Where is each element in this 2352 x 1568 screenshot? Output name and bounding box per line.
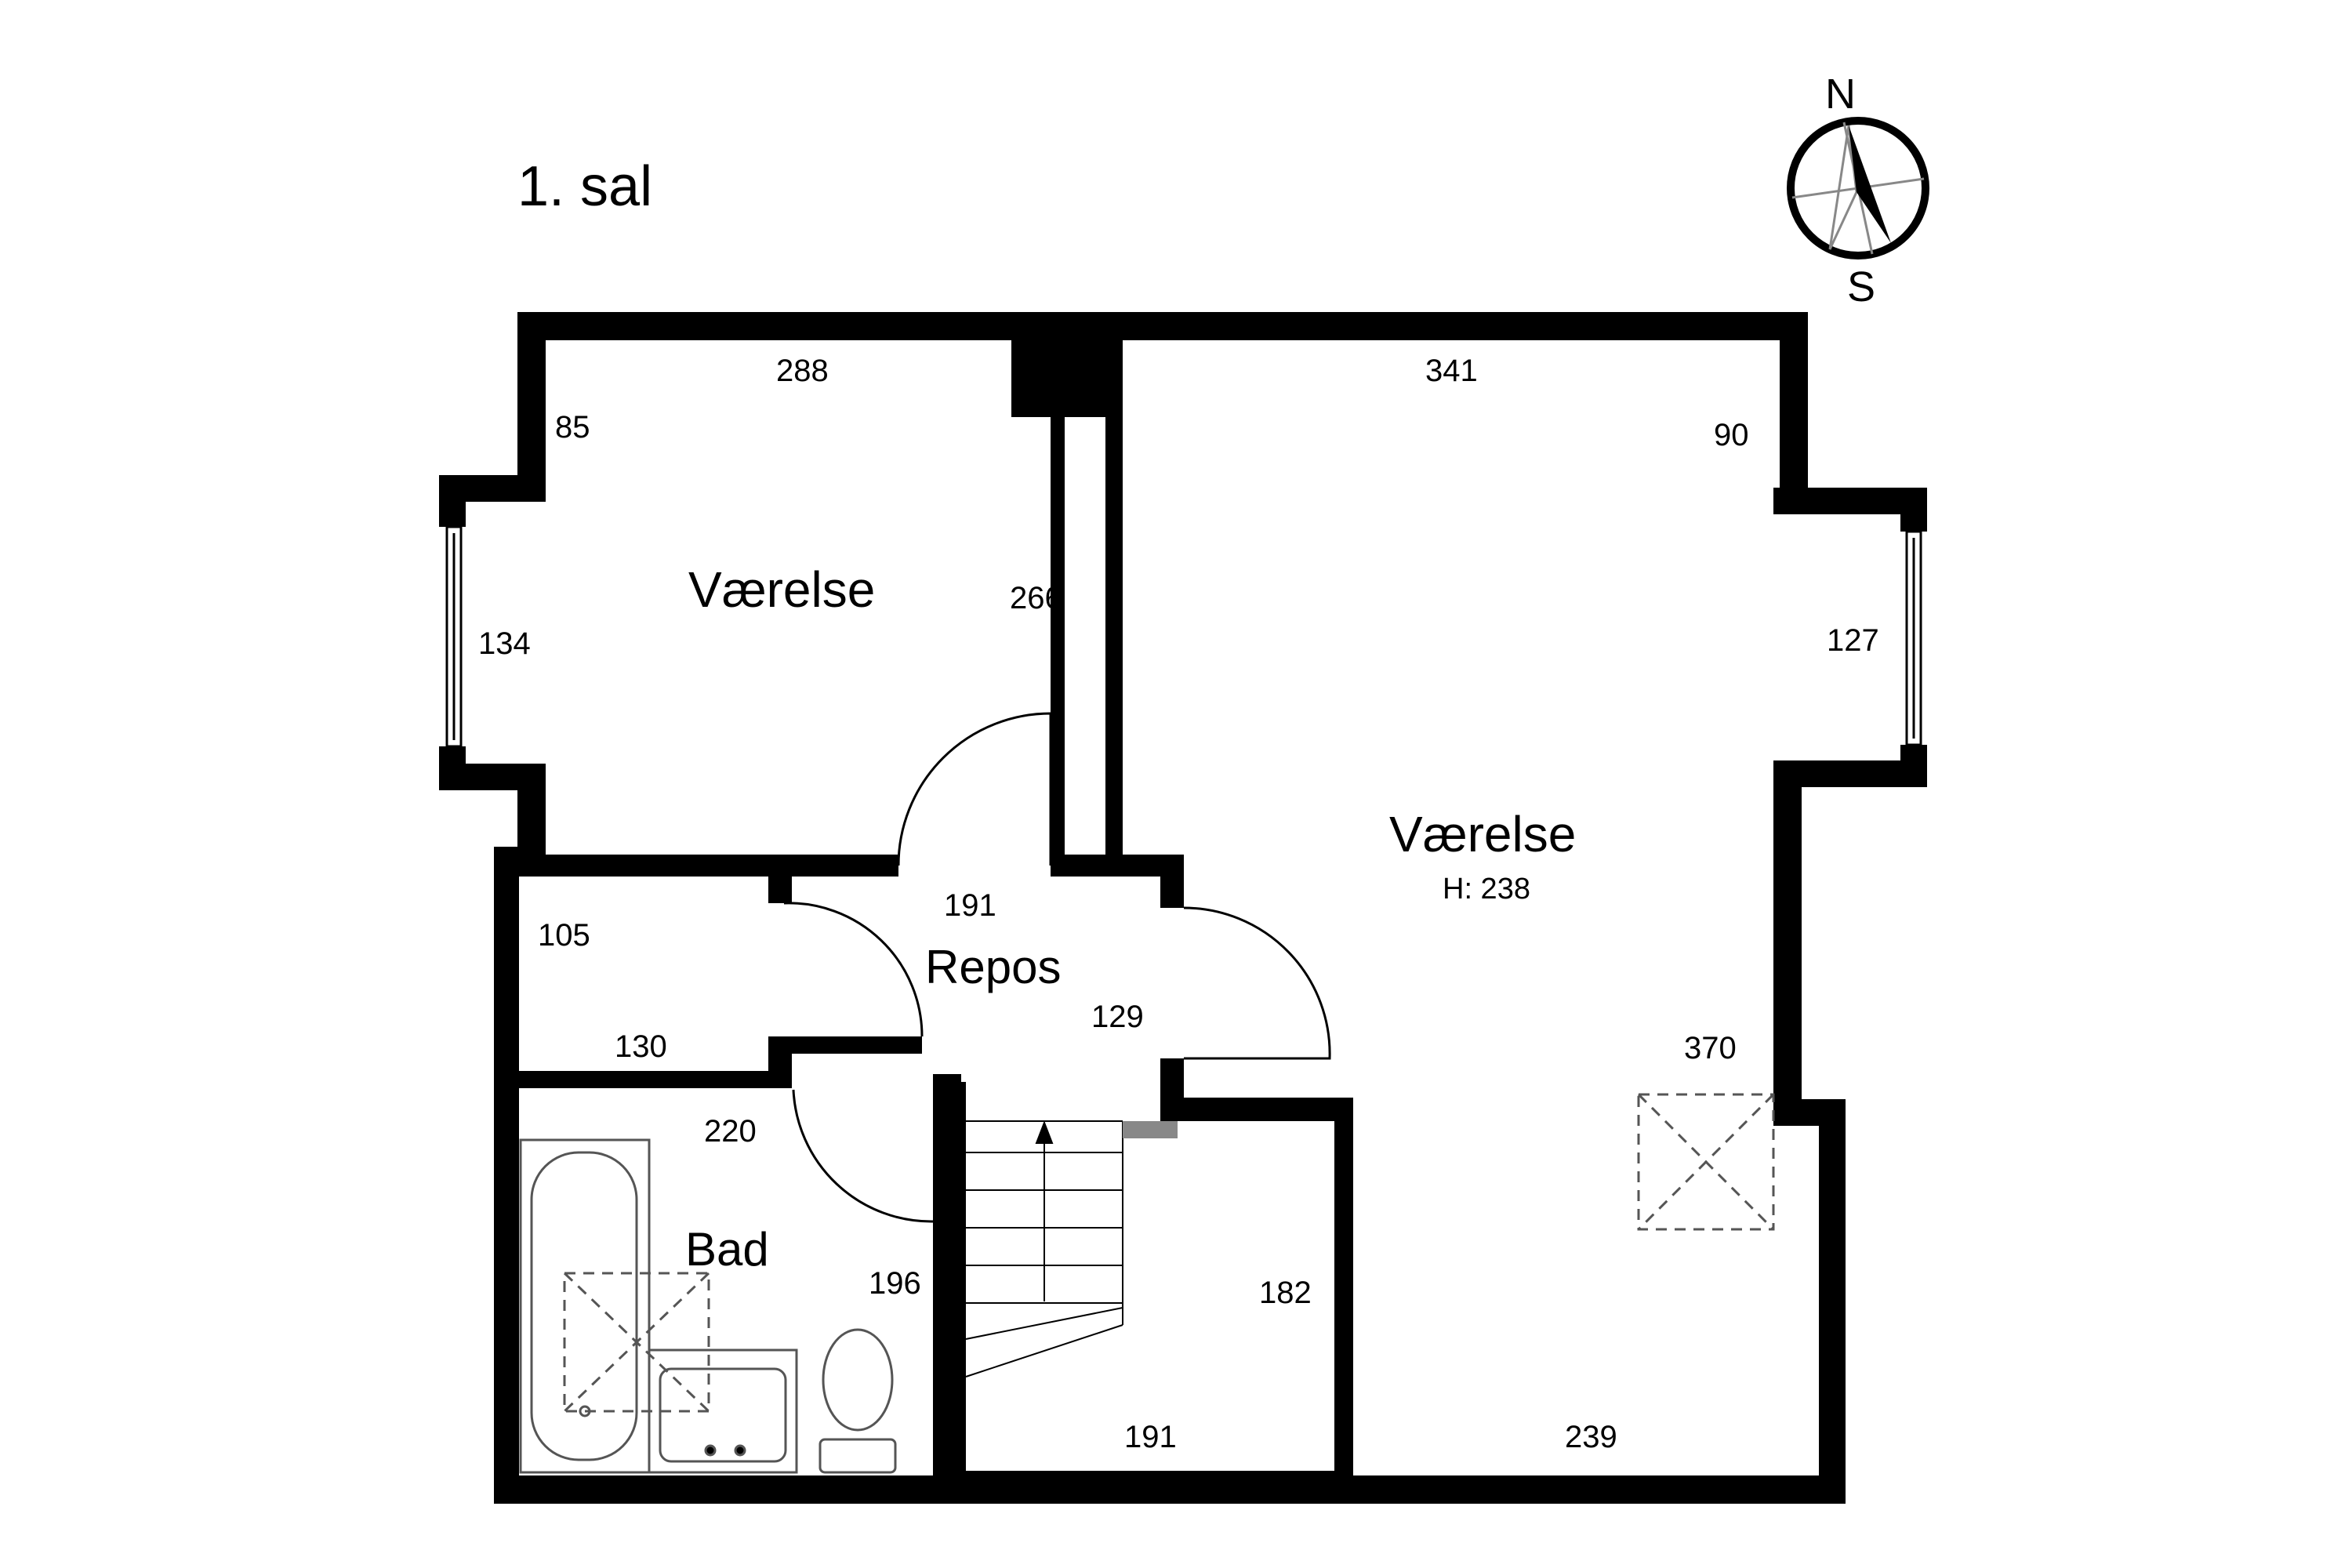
- wall-closet-bottom: [784, 1036, 922, 1054]
- chimney: [1011, 312, 1123, 417]
- faucet-icon: [704, 1444, 717, 1457]
- wall-west-upper: [517, 312, 546, 502]
- measure-bedroom-east-top: 341: [1425, 354, 1478, 388]
- wall-west-bottom: [494, 847, 519, 1504]
- room-label-bathroom: Bad: [685, 1223, 769, 1276]
- measure-landing-top: 191: [944, 888, 996, 923]
- window-east: [1905, 530, 1922, 746]
- walls: [439, 312, 1927, 1504]
- wall-west-window-frame: [439, 475, 466, 527]
- door-east-room: [1183, 906, 1331, 1060]
- compass-north-label: N: [1825, 71, 1856, 118]
- stair-step: [965, 1324, 1123, 1377]
- wall-stair-west-line: [961, 1082, 966, 1497]
- measurements: 288 85 266 134 341 90 127 370 239 105 13…: [478, 354, 1879, 1454]
- window-west: [445, 525, 463, 748]
- door-west-room: [897, 712, 1052, 866]
- wall-storage-east: [1334, 1098, 1353, 1504]
- wall-east-mid: [1773, 760, 1802, 1126]
- room-label-bedroom-west: Værelse: [688, 561, 875, 618]
- compass-needle-dark: [1849, 125, 1891, 243]
- window-west-frame: [445, 525, 463, 748]
- measure-bedroom-west-top: 288: [776, 354, 829, 388]
- room-height-bedroom-east: H: 238: [1443, 873, 1530, 906]
- wall-east-lower: [1819, 1099, 1846, 1504]
- shower-diagonal: [563, 1272, 710, 1413]
- wall-west-room-east: [1051, 408, 1065, 873]
- measure-bedroom-east-right: 370: [1684, 1031, 1737, 1065]
- measure-bedroom-east-corner: 90: [1714, 418, 1749, 452]
- wall-top-east: [1113, 312, 1808, 340]
- window-east-frame: [1905, 530, 1922, 746]
- bathtub-inner: [530, 1151, 638, 1461]
- measure-bedroom-west-window: 134: [478, 626, 531, 661]
- measure-landing-right: 129: [1091, 1000, 1144, 1034]
- bathtub-outer: [519, 1138, 651, 1474]
- measure-bath-right: 196: [869, 1266, 921, 1301]
- room-label-landing: Repos: [925, 941, 1061, 993]
- stair-step: [965, 1307, 1123, 1340]
- wall-stair-bottom: [933, 1471, 1353, 1504]
- measure-bedroom-east-window: 127: [1827, 623, 1879, 658]
- wall-west-lower: [517, 764, 546, 855]
- compass-ring: [1787, 117, 1929, 260]
- wall-bath-top: [494, 1071, 792, 1088]
- compass-icon: N S: [1787, 71, 1929, 310]
- measure-closet-height: 105: [538, 918, 590, 953]
- measure-storage-bottom: 191: [1124, 1420, 1177, 1454]
- wall-divider-center: [1105, 312, 1123, 873]
- landing-marker: [1123, 1121, 1178, 1138]
- room-label-bedroom-east: Værelse: [1389, 806, 1576, 862]
- stair-arrow-icon: [1035, 1120, 1054, 1144]
- skylight-icon: [1637, 1093, 1775, 1231]
- measure-bedroom-east-bottom: 239: [1565, 1420, 1617, 1454]
- skylight-frame: [1637, 1093, 1775, 1231]
- measure-closet-width: 130: [615, 1029, 667, 1064]
- staircase: [965, 1120, 1178, 1377]
- toilet-tank: [818, 1438, 897, 1474]
- wall-repos-east-stub: [1160, 855, 1184, 908]
- wall-closet-east-top: [768, 869, 792, 903]
- vanity-counter: [648, 1348, 798, 1474]
- wall-storage-top: [1160, 1098, 1350, 1121]
- doors: [783, 712, 1331, 1223]
- door-closet: [783, 902, 924, 1037]
- toilet-bowl: [822, 1328, 894, 1432]
- measure-bedroom-west-right: 266: [1010, 581, 1062, 615]
- wall-bath-east: [933, 1074, 961, 1504]
- wall-east-upper: [1780, 312, 1808, 514]
- door-bath: [792, 1089, 934, 1223]
- sink-basin: [659, 1367, 787, 1463]
- shower-area: [563, 1272, 710, 1413]
- wall-east-window-frame-low: [1900, 745, 1927, 787]
- compass-south-label: S: [1847, 263, 1875, 310]
- skylight-diagonal: [1637, 1093, 1775, 1231]
- measure-bedroom-west-corner: 85: [555, 410, 590, 445]
- faucet-icon: [734, 1444, 746, 1457]
- measure-bath-top: 220: [704, 1114, 757, 1149]
- measure-storage-right: 182: [1259, 1276, 1312, 1310]
- wall-west-room-south-left: [517, 855, 898, 877]
- bathroom-fixtures: [519, 1138, 897, 1474]
- floor-title: 1. sal: [517, 155, 652, 218]
